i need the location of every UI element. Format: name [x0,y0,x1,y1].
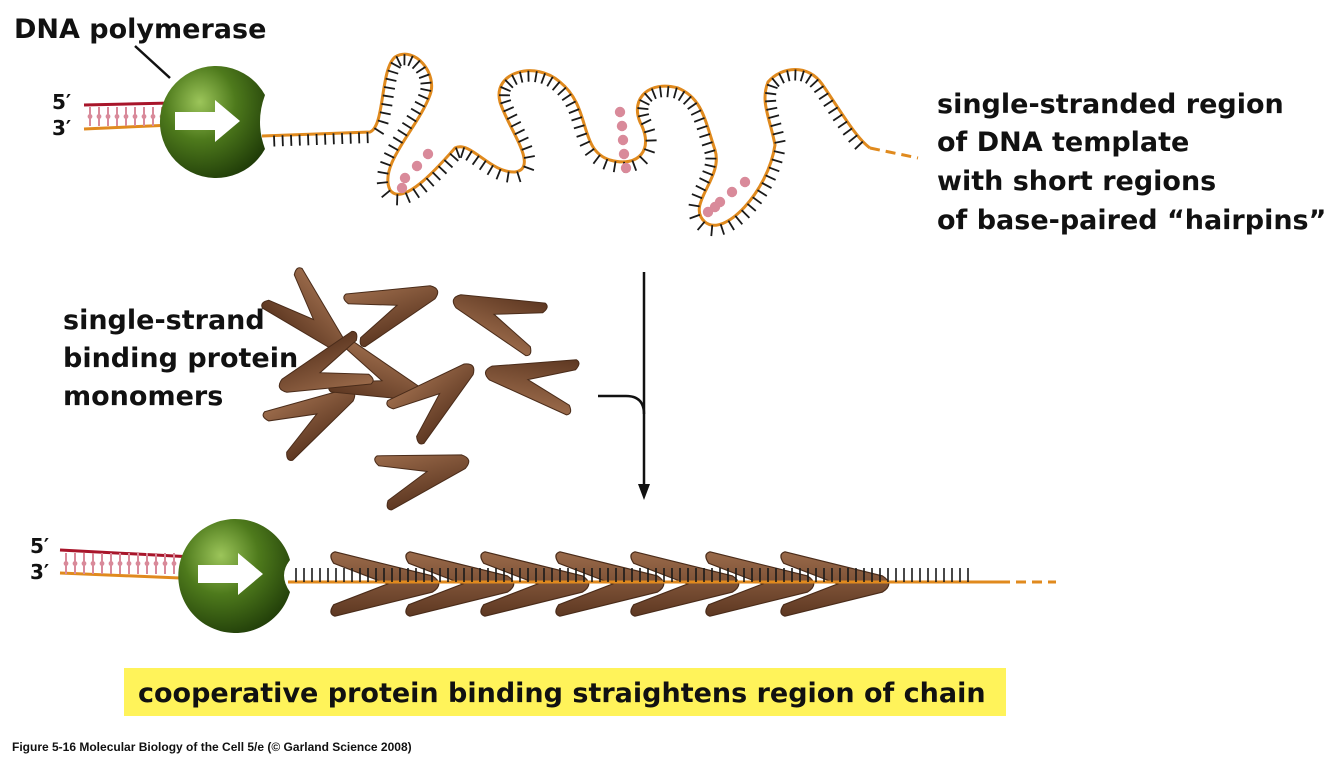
dna-polymerase-top [159,65,265,178]
arrow-right-icon [175,100,240,142]
highlight-caption: cooperative protein binding straightens … [138,678,986,709]
template-label-line-2: of DNA template [937,127,1189,158]
end-3-label-bottom: 3′ [30,560,49,584]
figure-credit: Figure 5-16 Molecular Biology of the Cel… [12,740,412,754]
template-label-line-3: with short regions [937,166,1216,197]
ssb-monomers [259,263,581,512]
straightened-template [288,551,1056,617]
single-stranded-template [261,52,919,237]
arrow-down-icon [638,484,650,500]
top-panel: DNA polymerase 5′ 3′ single-stranded reg… [14,14,1326,237]
middle-panel: single-strand binding protein monomers [63,263,650,512]
arrow-right-icon [198,553,263,595]
end-5-label-bottom: 5′ [30,534,49,558]
duplex-top [83,101,173,131]
process-arrow [598,272,650,500]
dna-polymerase-bottom [178,518,290,633]
ssb-label-line-1: single-strand [63,305,265,336]
end-3-label-top: 3′ [52,116,71,140]
ssb-label: single-strand binding protein monomers [63,305,308,412]
template-continues-dashes [869,146,919,160]
template-label: single-stranded region of DNA template w… [937,89,1326,236]
end-5-label-top: 5′ [52,90,71,114]
ssb-label-line-2: binding protein [63,343,298,374]
template-label-line-4: of base-paired “hairpins” [937,205,1326,236]
polymerase-pointer-line [134,45,171,79]
protein-input-hook [598,394,646,415]
highlight-caption-box: cooperative protein binding straightens … [124,668,1006,716]
ssb-label-line-3: monomers [63,381,223,412]
bottom-panel: 5′ 3′ cooperative protein binding straig… [30,518,1056,716]
polymerase-label: DNA polymerase [14,14,266,45]
template-label-line-1: single-stranded region [937,89,1284,120]
